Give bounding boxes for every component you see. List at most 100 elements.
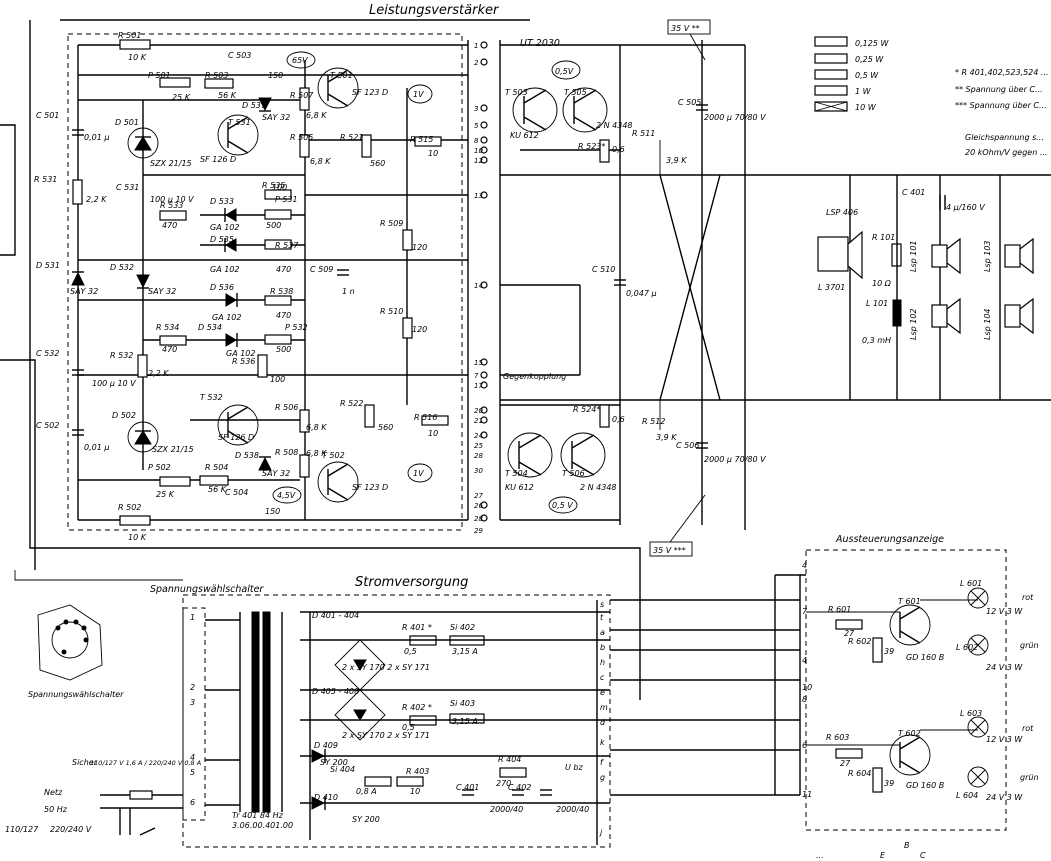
transistor-pin-c: C	[920, 851, 926, 860]
speaker-lsp104	[1004, 297, 1034, 335]
lamp-color-1: grün	[1020, 641, 1039, 650]
component-value-r403: 10	[410, 787, 420, 796]
resistors	[72, 39, 902, 793]
component-label-c506: C 506	[676, 441, 699, 450]
component-value-r603: 27	[840, 759, 851, 768]
component-label-t501: T 501	[330, 71, 353, 80]
component-value-r404: 270	[496, 779, 511, 788]
connector-pin-1: 2	[474, 59, 479, 67]
component-value-t501: SF 123 D	[352, 88, 388, 97]
component-value-r537: 470	[276, 265, 291, 274]
title-power-supply: Stromversorgung	[355, 575, 468, 590]
component-value-t503: KU 612	[510, 131, 539, 140]
connector-pin-18: 30	[474, 467, 483, 475]
component-label-r516: R 516	[414, 413, 437, 422]
voltage-v3: 1V	[413, 90, 424, 99]
component-value-c503: 150	[268, 71, 283, 80]
diode-d532	[136, 274, 150, 289]
component-label-d501: D 501	[115, 118, 139, 127]
dc-note-1: Gleichspannung s...	[965, 133, 1044, 142]
component-value-c506: 2000 µ 70/80 V	[704, 455, 766, 464]
amplifier-frame	[67, 33, 463, 531]
component-label-r507: R 507	[290, 91, 314, 100]
component-label-l604: L 604	[956, 791, 978, 800]
component-label-d502: D 502	[112, 411, 136, 420]
component-label-d405: D 405 - 408	[312, 687, 359, 696]
component-label-r509: R 509	[380, 219, 403, 228]
lamp-color-2: rot	[1022, 724, 1034, 733]
component-label-r535: R 535	[262, 181, 285, 190]
mains-ratings: 110/127 V 1,6 A / 220/240 V 0,8 A	[90, 759, 201, 767]
component-value-r502: 10 K	[128, 533, 147, 542]
diode-d537	[258, 97, 272, 112]
component-label-r536: R 536	[232, 357, 255, 366]
component-label-r404: R 404	[498, 755, 521, 764]
component-value-p501: 25 K	[172, 93, 191, 102]
component-value-tr401: 3.06.00.401.00	[232, 821, 293, 830]
indicator-pin-0: 4	[802, 561, 807, 570]
component-value-r531: 2,2 K	[86, 195, 107, 204]
display-frame	[805, 549, 1007, 831]
component-label-l101: L 101	[866, 299, 888, 308]
component-label-r510: R 510	[380, 307, 403, 316]
component-label-d535: D 535	[210, 235, 234, 244]
component-value-l602: 24 V 3 W	[986, 663, 1023, 672]
component-value-r512: 3,9 K	[656, 433, 677, 442]
supply-pin-10: f	[600, 758, 604, 767]
component-label-r603: R 603	[826, 733, 849, 742]
transistor-t531	[217, 114, 259, 156]
outer-wire-left	[29, 20, 641, 700]
component-value-d409: SY 200	[320, 758, 348, 767]
component-value-r601: 27	[844, 629, 855, 638]
component-value-c504: 150	[265, 507, 280, 516]
component-label-lsp406: LSP 406	[826, 208, 858, 217]
component-value-si403: 3,15 A	[452, 717, 478, 726]
component-value-d532: SAY 32	[148, 287, 176, 296]
supply-pin-3: b	[600, 643, 605, 652]
speaker-label-3: Lsp 104	[983, 308, 992, 340]
component-label-r524: R 524*	[573, 405, 600, 414]
component-value-r511: 3,9 K	[666, 156, 687, 165]
speaker-label-2: Lsp 102	[909, 308, 918, 340]
indicator-pin-2: 4	[802, 656, 807, 665]
component-label-r532: R 532	[110, 351, 133, 360]
component-label-t504: T 504	[505, 469, 528, 478]
component-label-r403: R 403	[406, 767, 429, 776]
footer-fragment: ...	[816, 851, 824, 860]
component-value-c402: 2000/40	[556, 805, 589, 814]
voltage-bottom-right: 35 V ***	[653, 546, 686, 555]
transistor-t532	[217, 404, 259, 446]
zener-d501	[127, 127, 159, 159]
component-label-r512: R 512	[642, 417, 665, 426]
component-label-c401: C 401	[902, 188, 925, 197]
transistor-t501	[317, 67, 359, 109]
component-label-r604: R 604	[848, 769, 871, 778]
legend-label-3: 1 W	[855, 87, 872, 96]
outer-wire-bottom	[14, 570, 183, 581]
legend-label-1: 0,25 W	[855, 55, 884, 64]
supply-pin-9: k	[600, 738, 605, 747]
component-label-r505: R 505	[290, 133, 313, 142]
component-label-p502: P 502	[148, 463, 171, 472]
title-display: Aussteuerungsanzeige	[835, 534, 944, 545]
supply-pin-4: h	[600, 658, 605, 667]
component-label-c504: C 504	[225, 488, 248, 497]
component-label-p501: P 501	[148, 71, 171, 80]
component-label-r531: R 531	[34, 175, 57, 184]
component-value-r521: 560	[370, 159, 385, 168]
input-left-bottom	[0, 359, 36, 570]
selector-pin-1: 2	[190, 683, 195, 692]
component-label-l3701: L 3701	[818, 283, 845, 292]
component-label-r511: R 511	[632, 129, 655, 138]
lamp-color-3: grün	[1020, 773, 1039, 782]
connector-pin-10: 7	[474, 372, 479, 380]
legend-note-2: *** Spannung über C...	[955, 101, 1047, 110]
legend-label-2: 0,5 W	[855, 71, 879, 80]
component-label-d536: D 536	[210, 283, 234, 292]
component-value-r506: 6,8 K	[306, 423, 327, 432]
supply-pin-8: d	[600, 718, 606, 727]
component-label-t601: T 601	[898, 597, 921, 606]
connector-pin-17: 29	[474, 527, 483, 535]
